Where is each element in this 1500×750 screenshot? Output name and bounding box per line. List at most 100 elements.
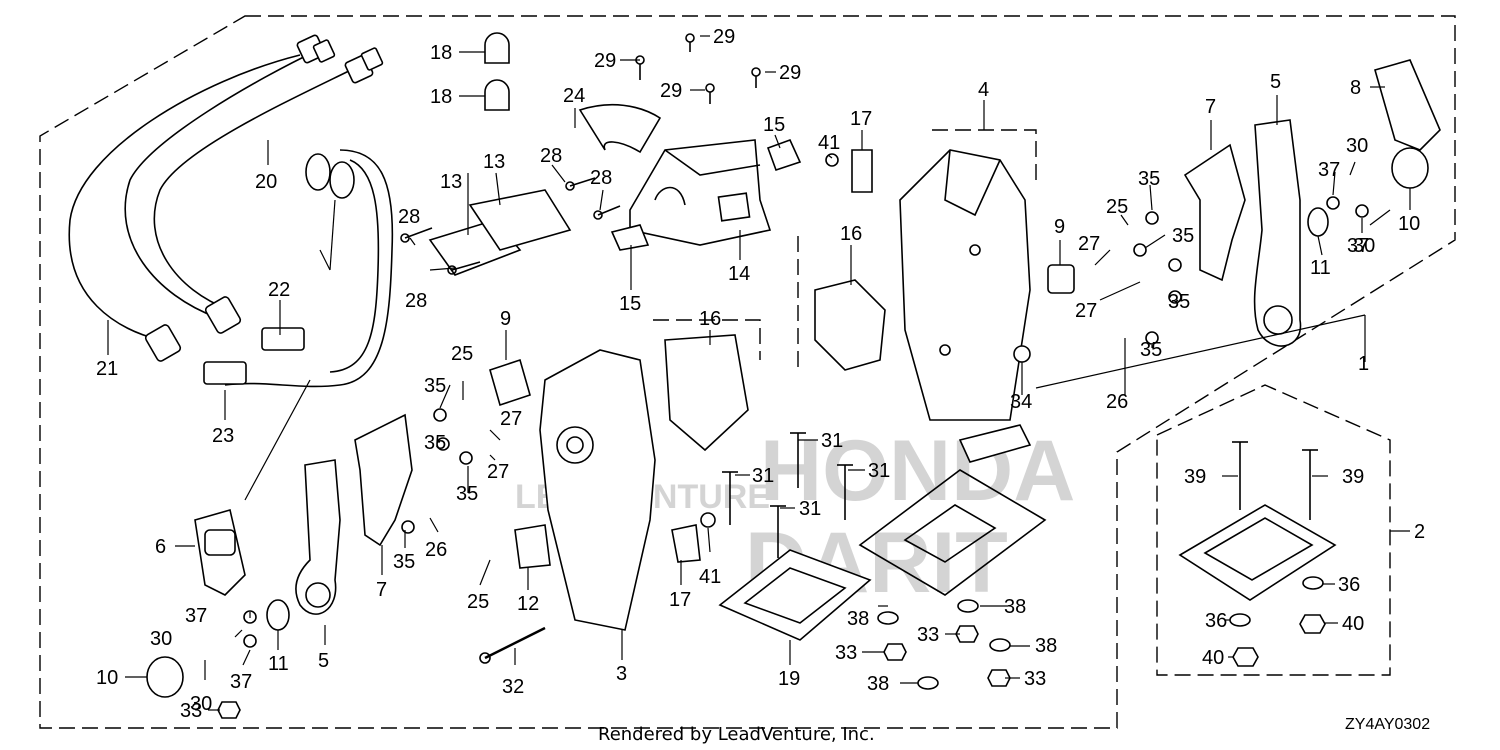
callout-35f: 35 [424, 432, 446, 454]
callout-34: 34 [1010, 391, 1032, 413]
washer-36b [1229, 613, 1251, 627]
callout-28a: 28 [398, 206, 420, 228]
callout-31a: 31 [821, 430, 843, 452]
callout-25-right: 25 [1106, 196, 1128, 218]
plate-19 [718, 549, 872, 641]
callout-7-right: 7 [1205, 96, 1216, 118]
callout-2: 2 [1414, 521, 1425, 543]
callout-38a: 38 [847, 608, 869, 630]
pad-12 [514, 524, 551, 569]
assembly-outline-2 [1156, 384, 1391, 676]
callout-35g: 35 [456, 483, 478, 505]
cover-14 [610, 138, 802, 251]
callout-38b: 38 [1004, 596, 1026, 618]
lever-5-right [1253, 119, 1302, 347]
callout-4: 4 [978, 79, 989, 101]
callout-40a: 40 [1342, 613, 1364, 635]
callout-11-right: 11 [1310, 257, 1331, 279]
handle-8 [1374, 59, 1441, 151]
callout-37c: 37 [185, 605, 207, 627]
callout-29c: 29 [660, 80, 682, 102]
clip-15b [766, 138, 802, 172]
assembly-outline-3 [653, 319, 761, 360]
gasket-plate [858, 469, 1047, 596]
callout-9-left: 9 [500, 308, 511, 330]
callout-29d: 29 [779, 62, 801, 84]
callout-7-left: 7 [376, 579, 387, 601]
handle-7-right [1183, 143, 1246, 282]
callout-9-right: 9 [1054, 216, 1065, 238]
callout-27d: 27 [487, 461, 509, 483]
callout-39b: 39 [1342, 466, 1364, 488]
bolts-31-32 [479, 432, 853, 664]
callout-35e: 35 [424, 375, 446, 397]
clip-18b [484, 79, 510, 111]
callout-32: 32 [502, 676, 524, 698]
callout-35d: 35 [1140, 339, 1162, 361]
callout-15b: 15 [763, 114, 785, 136]
washers-nuts [217, 599, 1011, 719]
bracket-17a [851, 149, 873, 193]
base-plates [718, 469, 1047, 641]
footer-credit: Rendered by LeadVenture, Inc. [598, 724, 875, 745]
callout-25-left: 25 [467, 591, 489, 613]
callout-39a: 39 [1184, 466, 1206, 488]
callout-26-left: 26 [425, 539, 447, 561]
screws-29 [635, 33, 761, 104]
callout-15a: 15 [619, 293, 641, 315]
callout-28d: 28 [590, 167, 612, 189]
cover-24 [578, 103, 662, 154]
callout-37b: 37 [1347, 235, 1369, 257]
grommet-9-right [1047, 264, 1075, 294]
callout-10-left: 10 [96, 667, 118, 689]
callout-21: 21 [96, 358, 118, 380]
callout-5-right: 5 [1270, 71, 1281, 93]
handle-7-left [354, 413, 413, 547]
callout-24: 24 [563, 85, 585, 107]
callout-20: 20 [255, 171, 277, 193]
plates-13 [400, 177, 621, 276]
callout-12: 12 [517, 593, 539, 615]
housing-3 [514, 334, 749, 631]
washer-36a [1302, 576, 1324, 590]
callout-36a: 36 [1338, 574, 1360, 596]
callout-28c: 28 [540, 145, 562, 167]
knob-10-right [1391, 147, 1429, 189]
callout-35h: 35 [393, 551, 415, 573]
callout-30c: 30 [150, 628, 172, 650]
callout-37d: 37 [230, 671, 252, 693]
callout-38d: 38 [867, 673, 889, 695]
callout-30b: 30 [1353, 235, 1375, 257]
bushing-11-left [266, 599, 290, 631]
callout-41a: 41 [699, 566, 721, 588]
callout-10-right: 10 [1398, 213, 1420, 235]
callout-37a: 37 [1318, 159, 1340, 181]
callout-31c: 31 [752, 465, 774, 487]
callout-26-right: 26 [1106, 391, 1128, 413]
clip-15a [610, 224, 650, 251]
assembly-outline-main [39, 15, 1456, 729]
callout-11-left: 11 [268, 653, 289, 675]
gasket-16b [664, 334, 749, 452]
callout-35c: 35 [1168, 291, 1190, 313]
grommet-9-left [489, 358, 531, 407]
housing-4 [814, 149, 1032, 463]
callout-8: 8 [1350, 77, 1361, 99]
wire-harness-group [68, 34, 394, 388]
callout-27b: 27 [1075, 300, 1097, 322]
callout-33c: 33 [1024, 668, 1046, 690]
callout-13b: 13 [483, 151, 505, 173]
callout-31d: 31 [799, 498, 821, 520]
callout-29a: 29 [594, 50, 616, 72]
callout-25-mid: 25 [451, 343, 473, 365]
callout-33a: 33 [835, 642, 857, 664]
lever-group-left [146, 358, 531, 698]
callout-22: 22 [268, 279, 290, 301]
callout-16b: 16 [699, 308, 721, 330]
callout-30d: 30 [190, 693, 212, 715]
callout-40b: 40 [1202, 647, 1224, 669]
callout-14: 14 [728, 263, 750, 285]
callout-28b: 28 [405, 290, 427, 312]
callout-3: 3 [616, 663, 627, 685]
